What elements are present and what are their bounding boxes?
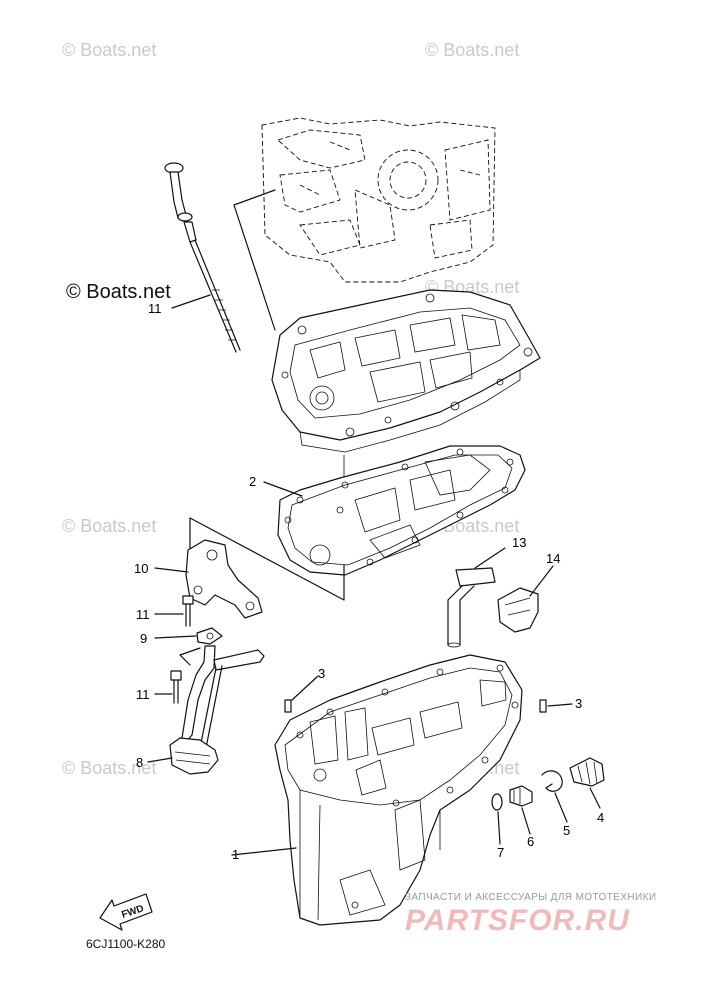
drain-gasket — [491, 793, 503, 811]
callout-3: 3 — [575, 696, 583, 711]
leader-line — [291, 675, 319, 701]
callout-14: 14 — [546, 551, 561, 566]
leader-line — [179, 647, 201, 666]
drain-plug — [509, 785, 533, 807]
leader-line — [231, 847, 297, 856]
watermark-main: © Boats.net — [66, 281, 171, 303]
leader-line — [147, 757, 173, 763]
leader-line — [263, 481, 303, 497]
watermark: © Boats.net — [62, 516, 157, 536]
callout-4: 4 — [597, 810, 605, 825]
leader-line — [497, 811, 501, 845]
leader-line — [554, 792, 568, 823]
callout-3: 3 — [318, 666, 326, 681]
dowel-pin — [284, 699, 292, 713]
cap — [569, 757, 605, 787]
engine-block-outline — [261, 117, 496, 283]
bolt — [170, 670, 182, 704]
leader-line — [547, 703, 573, 707]
fwd-arrow-icon — [99, 893, 153, 931]
callout-10: 10 — [134, 561, 149, 576]
callout-12: 11 — [148, 301, 162, 316]
gasket — [277, 445, 526, 576]
callout-8: 8 — [136, 755, 144, 770]
callout-11: 11 — [136, 607, 150, 622]
bolt — [182, 595, 194, 627]
leader-line — [529, 565, 554, 597]
watermark: © Boats.net — [62, 758, 157, 778]
callout-5: 5 — [563, 823, 571, 838]
leader-line — [233, 204, 276, 331]
diagram-part-code: 6CJ1100-K280 — [86, 937, 166, 951]
hose — [447, 567, 496, 648]
washer — [196, 627, 223, 645]
leader-line — [589, 787, 601, 809]
leader-line — [233, 189, 276, 206]
oil-strainer — [169, 645, 265, 775]
hose-bracket — [497, 587, 539, 633]
callout-11: 11 — [136, 687, 150, 702]
dowel-pin — [539, 699, 547, 713]
clip — [541, 770, 563, 792]
leader-line — [154, 567, 189, 573]
leader-line — [521, 807, 531, 835]
callout-13: 13 — [512, 535, 527, 550]
dipstick — [164, 162, 241, 353]
callout-6: 6 — [527, 834, 535, 849]
callout-9: 9 — [140, 631, 148, 646]
watermark: © Boats.net — [425, 40, 520, 60]
leader-line — [474, 547, 506, 569]
strainer-bracket — [185, 539, 263, 619]
brand-logo: PARTSFOR.RU — [405, 904, 630, 937]
callout-2: 2 — [249, 474, 257, 489]
oil-pan — [274, 654, 523, 926]
leader-line — [154, 635, 197, 639]
callout-1: 1 — [232, 847, 240, 862]
leader-line — [171, 294, 211, 309]
callout-7: 7 — [497, 845, 505, 860]
watermark: © Boats.net — [62, 40, 157, 60]
brand-tagline: ЗАПЧАСТИ И АКСЕССУАРЫ ДЛЯ МОТОТЕХНИКИ — [405, 892, 657, 903]
exhaust-guide-plate — [271, 289, 541, 453]
